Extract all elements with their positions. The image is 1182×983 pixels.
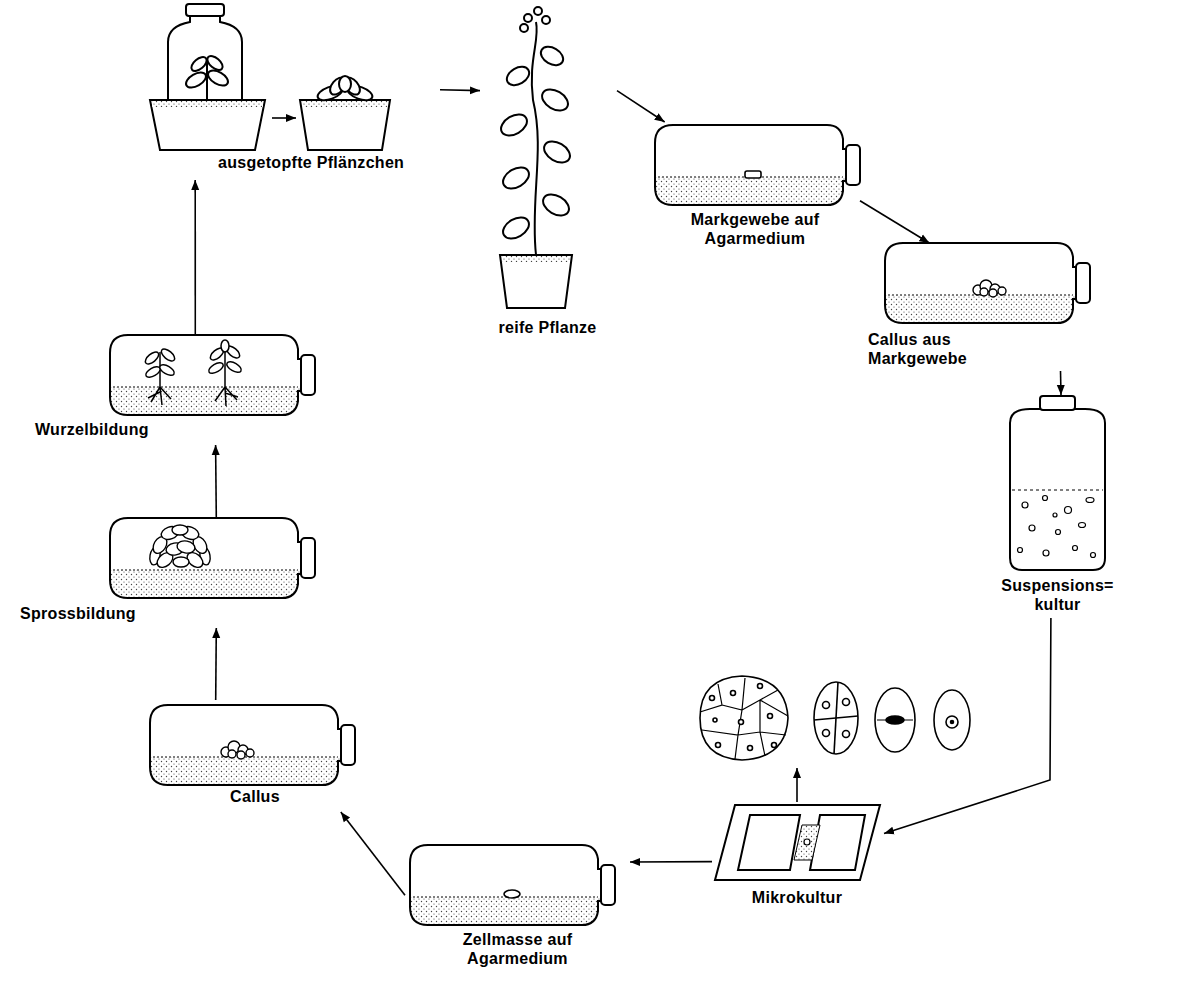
culture-flask (110, 518, 315, 600)
flow-arrow (630, 861, 712, 863)
stage-node: Mikrokultur (712, 800, 884, 912)
suspension-bottle (1010, 396, 1105, 570)
stage-label: Sprossbildung (20, 604, 170, 623)
stage-node: Suspensions= kultur (995, 395, 1122, 618)
flow-arrow (341, 812, 405, 895)
stage-node: ausgetopfte Pflänzchen (145, 3, 440, 180)
culture-flask (150, 705, 355, 787)
culture-flask (110, 335, 315, 417)
callus (221, 741, 254, 759)
callus (973, 280, 1006, 297)
stage-node: Sprossbildung (15, 518, 320, 628)
flow-arrow (194, 180, 196, 335)
stage-label: Callus (150, 787, 360, 806)
stage-label: Zellmasse auf Agarmedium (425, 930, 610, 968)
stage-label: Suspensions= kultur (995, 576, 1120, 614)
stage-node: Wurzelbildung (30, 335, 320, 445)
shoot-cluster (149, 524, 212, 570)
flow-arrow (860, 201, 929, 243)
mature-plant (497, 7, 573, 308)
stage-node: reife Pflanze (480, 3, 617, 340)
stage-label: Wurzelbildung (35, 420, 185, 439)
stage-node: Markgewebe auf Agarmedium (650, 122, 860, 251)
stage-label: reife Pflanze (480, 318, 615, 337)
flow-arrow (440, 89, 480, 92)
culture-flask (885, 243, 1090, 325)
pith-tissue (745, 171, 761, 178)
stage-label: Markgewebe auf Agarmedium (670, 210, 840, 248)
step-arrow (272, 117, 296, 119)
stage-label: Callus aus Markgewebe (868, 330, 980, 368)
stage-node: Zellmasse auf Agarmedium (405, 842, 630, 975)
step-arrow (796, 768, 798, 802)
flow-arrow (215, 445, 217, 518)
stage-label: Mikrokultur (712, 888, 882, 907)
stage-label: ausgetopfte Pflänzchen (218, 153, 438, 172)
culture-flask (410, 845, 615, 927)
potted-plantlets (150, 4, 390, 150)
rooted-plantlets (143, 340, 243, 406)
flow-arrow (617, 91, 665, 122)
culture-flask (655, 125, 860, 207)
flow-arrow (884, 618, 1051, 834)
stage-node: Callus (150, 700, 362, 812)
microculture-slide (715, 805, 880, 880)
flow-arrow (215, 628, 217, 700)
cell-mass (504, 890, 520, 898)
cell-division (700, 676, 970, 760)
flow-arrow (1060, 371, 1062, 395)
stage-node: Callus aus Markgewebe (865, 243, 1095, 371)
